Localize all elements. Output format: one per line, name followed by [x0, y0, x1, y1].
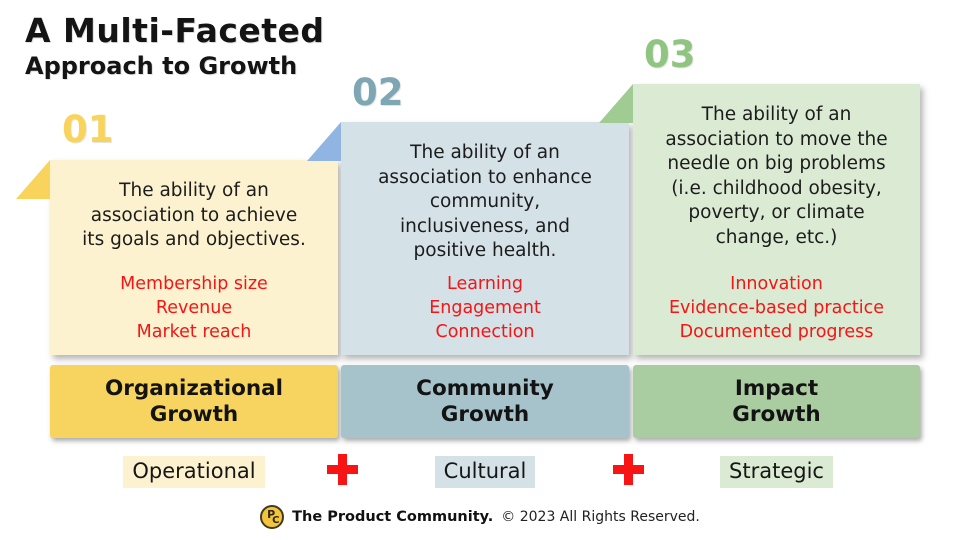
growth-bar-community: Community Growth — [341, 365, 629, 438]
ability-description: The ability of an association to move th… — [665, 104, 888, 248]
tag-operational: Operational — [123, 456, 265, 488]
ability-metrics: Membership size Revenue Market reach — [120, 273, 268, 342]
tag-wrap-operational: Operational — [50, 456, 338, 492]
product-community-logo-icon: P C — [260, 505, 285, 529]
ability-card-organizational: The ability of an association to achieve… — [16, 160, 338, 355]
fold-triangle-icon — [16, 160, 50, 199]
tag-cultural: Cultural — [434, 456, 536, 488]
ability-metrics: Innovation Evidence-based practice Docum… — [668, 273, 885, 342]
tag-wrap-cultural: Cultural — [341, 456, 629, 492]
copyright-text: © 2023 All Rights Reserved. — [501, 509, 700, 525]
step-number-03: 03 — [644, 33, 696, 76]
growth-bar-organizational: Organizational Growth — [50, 365, 338, 438]
tag-strategic: Strategic — [720, 456, 833, 488]
ability-description: The ability of an association to enhance… — [378, 142, 592, 262]
page-title: A Multi-Faceted — [25, 11, 325, 50]
logo-letter-c: C — [272, 515, 280, 526]
logo-letter-p: P — [267, 508, 276, 521]
ability-card-impact: The ability of an association to move th… — [599, 84, 920, 355]
step-number-01: 01 — [62, 108, 114, 151]
plus-icon — [613, 454, 644, 485]
tag-wrap-strategic: Strategic — [633, 456, 920, 492]
step-number-02: 02 — [352, 71, 404, 114]
title-block: A Multi-Faceted Approach to Growth — [25, 12, 325, 81]
ability-description: The ability of an association to achieve… — [82, 180, 306, 251]
growth-bar-impact: Impact Growth — [633, 365, 920, 438]
fold-triangle-icon — [307, 122, 341, 161]
plus-icon — [327, 454, 358, 485]
fold-triangle-icon — [599, 84, 633, 123]
ability-metrics: Learning Engagement Connection — [429, 273, 541, 342]
brand-name: The Product Community. — [292, 509, 494, 525]
page-subtitle: Approach to Growth — [25, 51, 298, 80]
footer: P C The Product Community. © 2023 All Ri… — [0, 505, 960, 529]
ability-card-community: The ability of an association to enhance… — [307, 122, 629, 355]
